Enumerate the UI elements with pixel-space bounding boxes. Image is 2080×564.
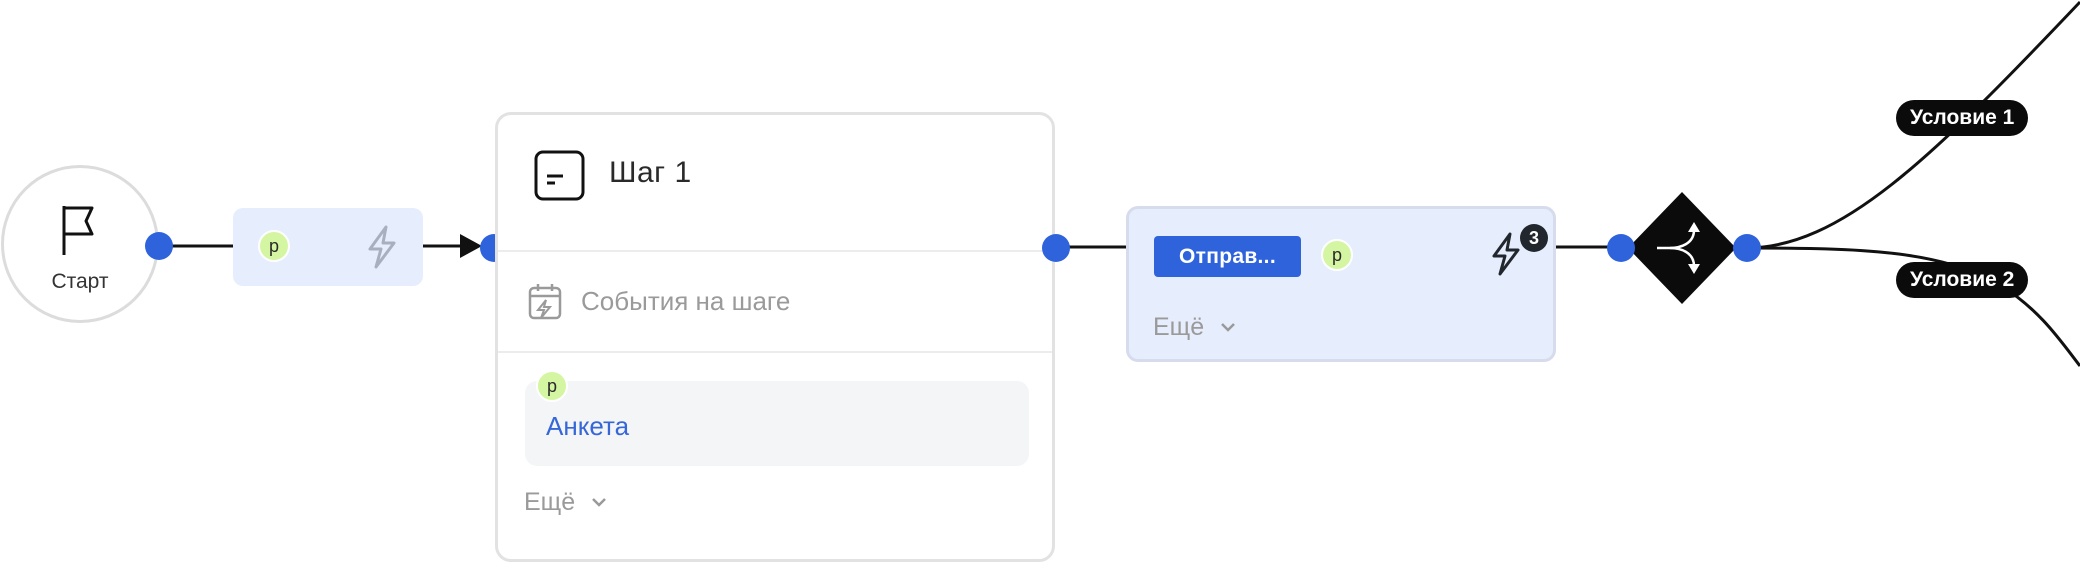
form-link[interactable]: Анкета	[546, 411, 630, 441]
split-arrows-icon	[1657, 222, 1700, 274]
edge-condition-1	[1745, 0, 2080, 250]
chevron-down-icon[interactable]	[590, 495, 608, 509]
condition-1-label[interactable]: Условие 1	[1896, 100, 2029, 136]
lightning-icon	[368, 225, 396, 269]
start-node[interactable]	[1, 165, 159, 323]
form-item[interactable]	[525, 381, 1029, 466]
lightning-icon	[1492, 232, 1520, 276]
step-divider	[498, 250, 1052, 252]
step-icon	[534, 150, 585, 201]
event-count-badge: 3	[1520, 224, 1548, 252]
action-node[interactable]	[1126, 206, 1556, 362]
step-more-label[interactable]: Ещё	[524, 488, 576, 516]
start-output-port[interactable]	[145, 232, 173, 260]
split-input-port[interactable]	[1607, 234, 1635, 262]
trigger-badge: p	[258, 230, 290, 262]
start-label: Старт	[51, 270, 109, 293]
split-node	[1628, 192, 1736, 304]
step-title: Шаг 1	[609, 156, 692, 189]
arrowhead	[460, 234, 482, 258]
step-card[interactable]	[495, 112, 1055, 562]
events-label[interactable]: События на шаге	[581, 286, 791, 316]
chevron-down-icon[interactable]	[1219, 320, 1237, 334]
action-more-label[interactable]: Ещё	[1153, 313, 1205, 341]
action-badge: p	[1321, 239, 1353, 271]
step-output-port[interactable]	[1042, 234, 1070, 262]
condition-2-label[interactable]: Условие 2	[1896, 262, 2029, 298]
send-button[interactable]: Отправ...	[1154, 236, 1301, 277]
events-divider	[498, 351, 1052, 353]
calendar-lightning-icon	[528, 284, 562, 320]
split-output-port[interactable]	[1733, 234, 1761, 262]
flag-icon	[62, 206, 94, 255]
form-badge: p	[536, 370, 568, 402]
